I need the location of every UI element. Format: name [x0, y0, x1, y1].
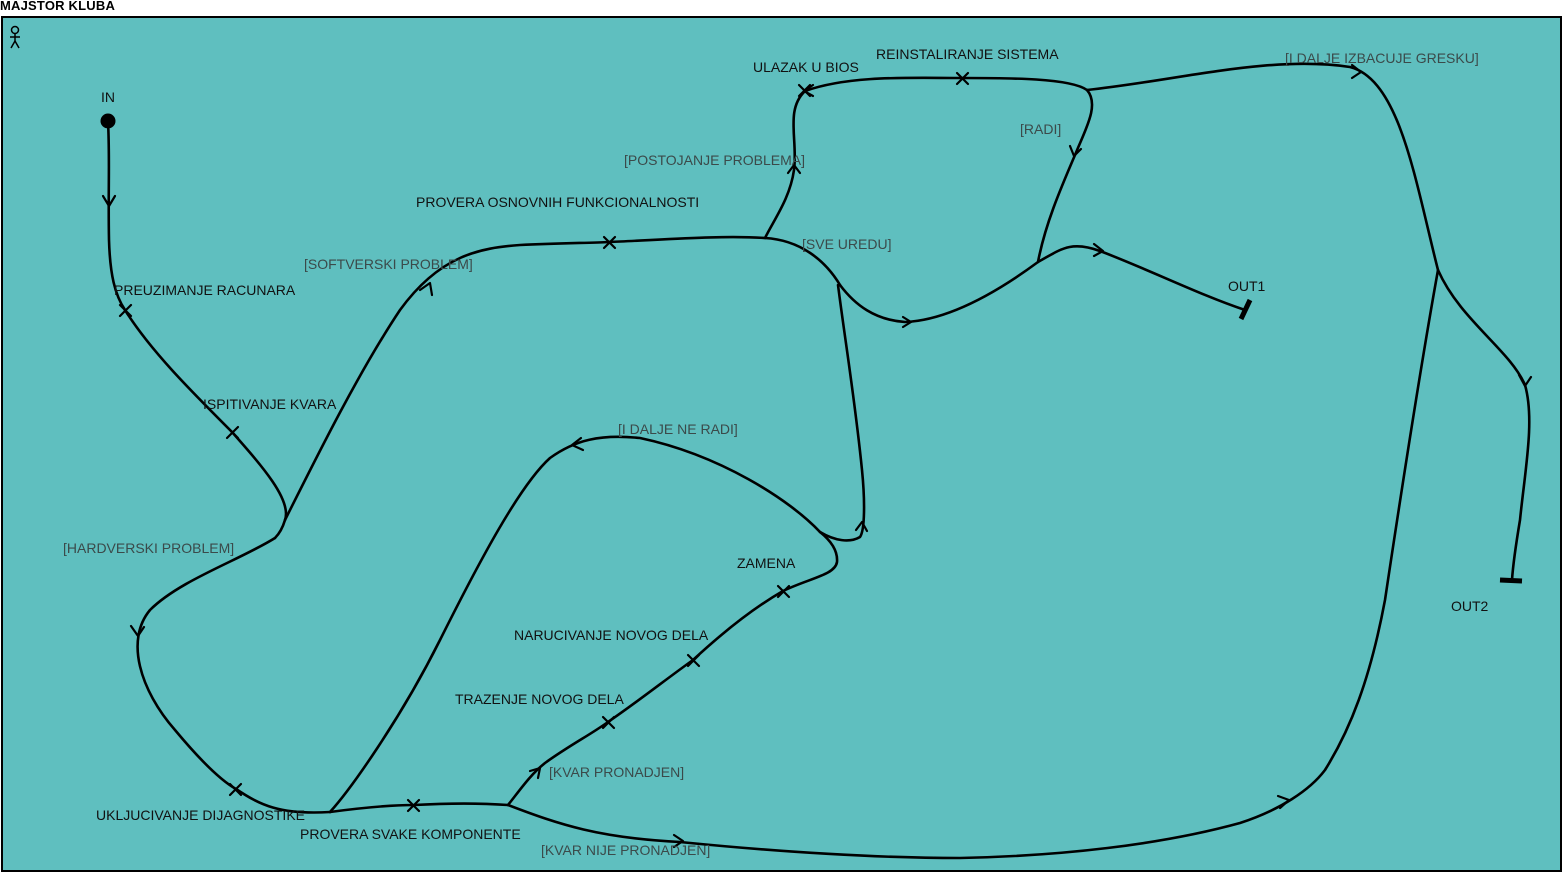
step-marker-ukljucivanje	[228, 782, 243, 797]
arrow-icon	[418, 281, 434, 297]
arrow-icon	[570, 436, 585, 452]
wire-ispitivanje-split	[230, 430, 288, 540]
step-marker-provera-osnovnih	[602, 235, 617, 250]
wire-i-dalje-ne-radi	[328, 435, 822, 814]
wire-radi	[1036, 88, 1094, 264]
wire-in-preuzimanje	[106, 119, 127, 312]
arrow-icon	[1276, 794, 1291, 810]
arrow-icons	[101, 63, 1533, 849]
arrow-icon	[672, 833, 685, 849]
wires	[106, 62, 1531, 860]
arrow-icon	[854, 520, 869, 533]
step-marker-provera-svake	[406, 798, 421, 813]
guard-kvar-nije: [KVAR NIJE PRONADJEN]	[541, 842, 710, 858]
label-ispitivanje: ISPITIVANJE KVARA	[203, 396, 337, 412]
guard-i-dalje-izbacuje: [I DALJE IZBACUJE GRESKU]	[1285, 50, 1479, 66]
arrow-icon	[1350, 63, 1363, 80]
arrow-icon	[1517, 373, 1533, 388]
arrow-icon	[129, 624, 146, 638]
person-icon	[10, 25, 20, 49]
label-trazenje: TRAZENJE NOVOG DELA	[455, 691, 624, 707]
wire-hardverski	[136, 536, 332, 814]
label-zamena: ZAMENA	[737, 555, 796, 571]
wire-provera-osnovnih	[607, 235, 842, 287]
label-out2: OUT2	[1451, 598, 1489, 614]
step-marker-reinstal	[955, 71, 970, 86]
arrow-icon	[901, 315, 913, 329]
label-narucivanje: NARUCIVANJE NOVOG DELA	[514, 627, 709, 643]
guard-kvar-pronadjen: [KVAR PRONADJEN]	[549, 764, 684, 780]
arrow-icon	[1068, 144, 1083, 158]
end-node-out1	[1238, 298, 1253, 321]
wire-to-zamena-loop	[818, 283, 866, 542]
wire-to-postojanje	[763, 89, 807, 240]
arrow-icon	[101, 194, 117, 208]
label-in: IN	[101, 89, 115, 105]
wire-softverski	[283, 240, 611, 522]
step-marker-zamena	[776, 584, 791, 599]
step-marker-preuzimanje	[118, 303, 133, 318]
label-provera-osnovnih: PROVERA OSNOVNIH FUNKCIONALNOSTI	[416, 194, 699, 210]
label-provera-svake: PROVERA SVAKE KOMPONENTE	[300, 826, 521, 842]
wire-kvar-nije	[506, 268, 1440, 860]
guard-postojanje: [POSTOJANJE PROBLEMA]	[624, 152, 805, 168]
guard-hardverski: [HARDVERSKI PROBLEM]	[63, 540, 234, 556]
guard-i-dalje-ne-radi: [I DALJE NE RADI]	[618, 421, 738, 437]
arrow-icon	[786, 163, 802, 175]
diagram-title: MAJSTOR KLUBA	[0, 0, 116, 13]
step-markers	[118, 71, 970, 813]
label-preuzimanje: PREUZIMANJE RACUNARA	[114, 282, 296, 298]
step-marker-trazenje	[601, 715, 616, 730]
wire-bios-reinstal	[803, 76, 1089, 93]
arrow-icon	[1092, 242, 1105, 258]
guard-sve-uredu: [SVE UREDU]	[802, 236, 891, 252]
guard-softverski: [SOFTVERSKI PROBLEM]	[304, 256, 473, 272]
wire-sve-uredu	[838, 244, 1247, 324]
label-ulazak-bios: ULAZAK U BIOS	[753, 59, 859, 75]
step-marker-bios	[797, 83, 812, 98]
wire-reinstal-out	[1085, 62, 1531, 582]
end-node-out2	[1499, 577, 1523, 584]
diagram-canvas	[1, 16, 1562, 872]
arrow-icon	[528, 766, 542, 780]
label-reinstaliranje: REINSTALIRANJE SISTEMA	[876, 46, 1059, 62]
guard-radi: [RADI]	[1020, 121, 1061, 137]
step-marker-ispitivanje	[225, 425, 240, 440]
label-out1: OUT1	[1228, 278, 1266, 294]
label-ukljucivanje: UKLJUCIVANJE DIJAGNOSTIKE	[96, 807, 305, 823]
step-marker-narucivanje	[686, 653, 701, 668]
wire-preuzimanje-ispitivanje	[123, 308, 234, 434]
